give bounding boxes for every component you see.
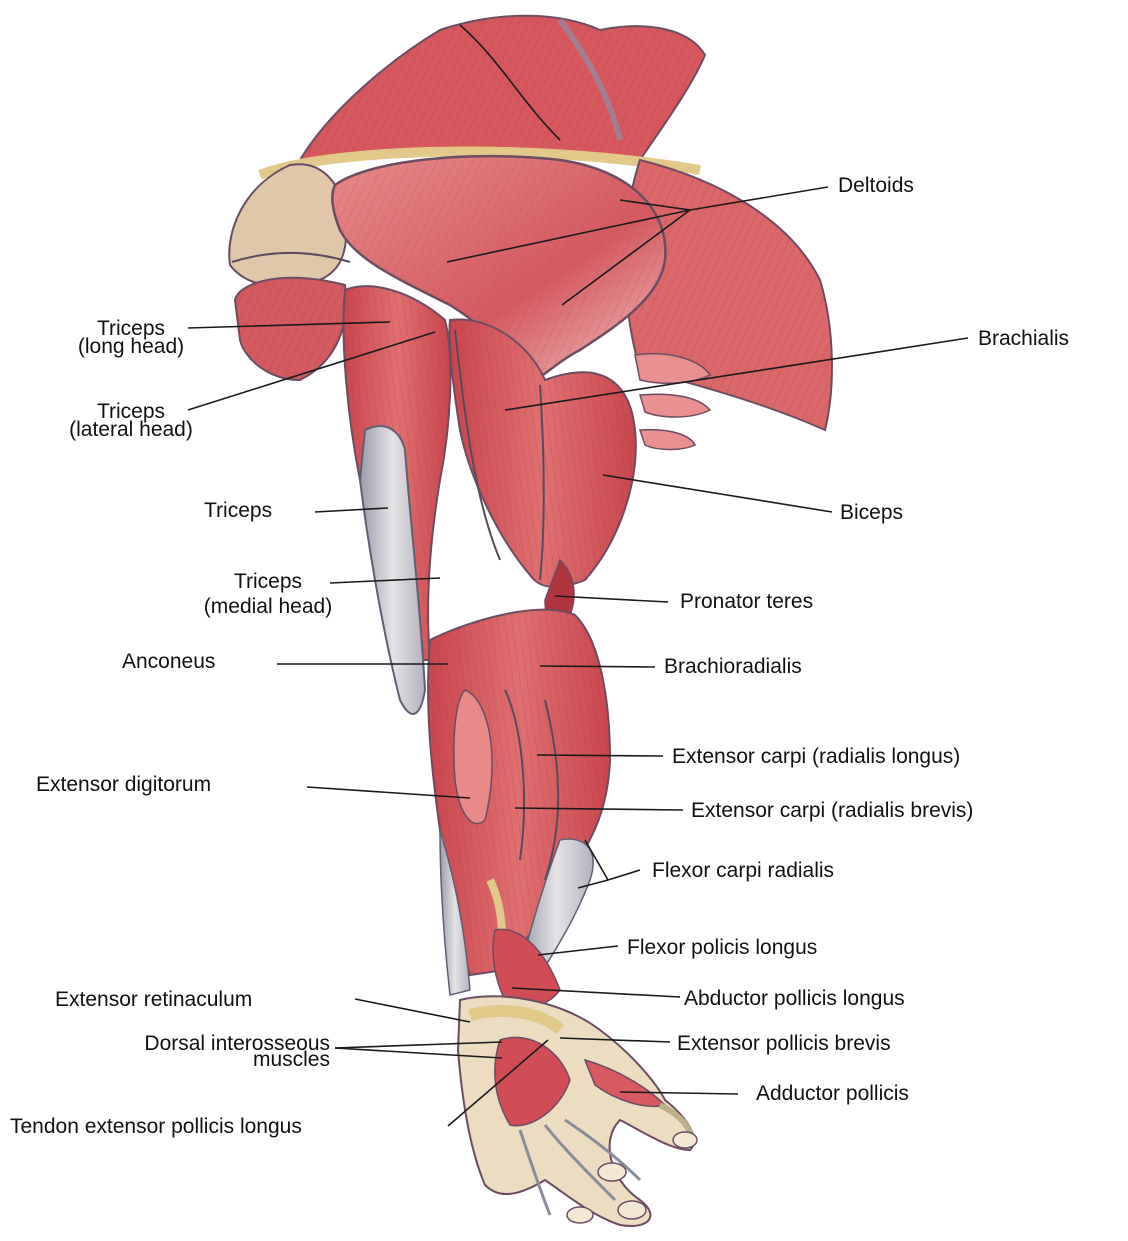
label-biceps: Biceps xyxy=(840,501,903,524)
label-extensor-digitorum: Extensor digitorum xyxy=(36,773,211,796)
leader-biceps xyxy=(603,475,832,512)
label-triceps: Triceps xyxy=(204,499,272,522)
label-deltoids: Deltoids xyxy=(838,174,914,197)
label-adductor-pollicis: Adductor pollicis xyxy=(756,1082,909,1105)
label-brachialis: Brachialis xyxy=(978,327,1069,350)
label-triceps-long-2: (long head) xyxy=(78,335,184,358)
leader-ecrl xyxy=(537,755,663,756)
label-abductor-pollicis-longus: Abductor pollicis longus xyxy=(684,987,905,1010)
label-triceps-lateral-2: (lateral head) xyxy=(69,418,193,441)
label-ecrb: Extensor carpi (radialis brevis) xyxy=(691,799,973,822)
hand xyxy=(458,996,697,1226)
trapezius-muscle xyxy=(260,16,705,175)
label-extensor-pollicis-brevis: Extensor pollicis brevis xyxy=(677,1032,891,1055)
label-triceps-medial-1: Triceps xyxy=(234,570,302,593)
label-pronator-teres: Pronator teres xyxy=(680,590,813,613)
label-flexor-carpi-radialis: Flexor carpi radialis xyxy=(652,859,834,882)
label-brachioradialis: Brachioradialis xyxy=(664,655,802,678)
label-flexor-policis-longus: Flexor policis longus xyxy=(627,936,817,959)
label-ecrl: Extensor carpi (radialis longus) xyxy=(672,745,960,768)
label-triceps-medial-2: (medial head) xyxy=(204,595,332,618)
leader-fcr-a xyxy=(608,870,640,880)
leader-extensor-retinaculum xyxy=(355,999,470,1022)
label-tendon-epl: Tendon extensor pollicis longus xyxy=(10,1115,302,1138)
label-anconeus: Anconeus xyxy=(122,650,215,673)
label-extensor-retinaculum: Extensor retinaculum xyxy=(55,988,252,1011)
label-dorsal-interosseous-2: muscles xyxy=(253,1048,330,1071)
leader-brachioradialis xyxy=(540,666,655,667)
